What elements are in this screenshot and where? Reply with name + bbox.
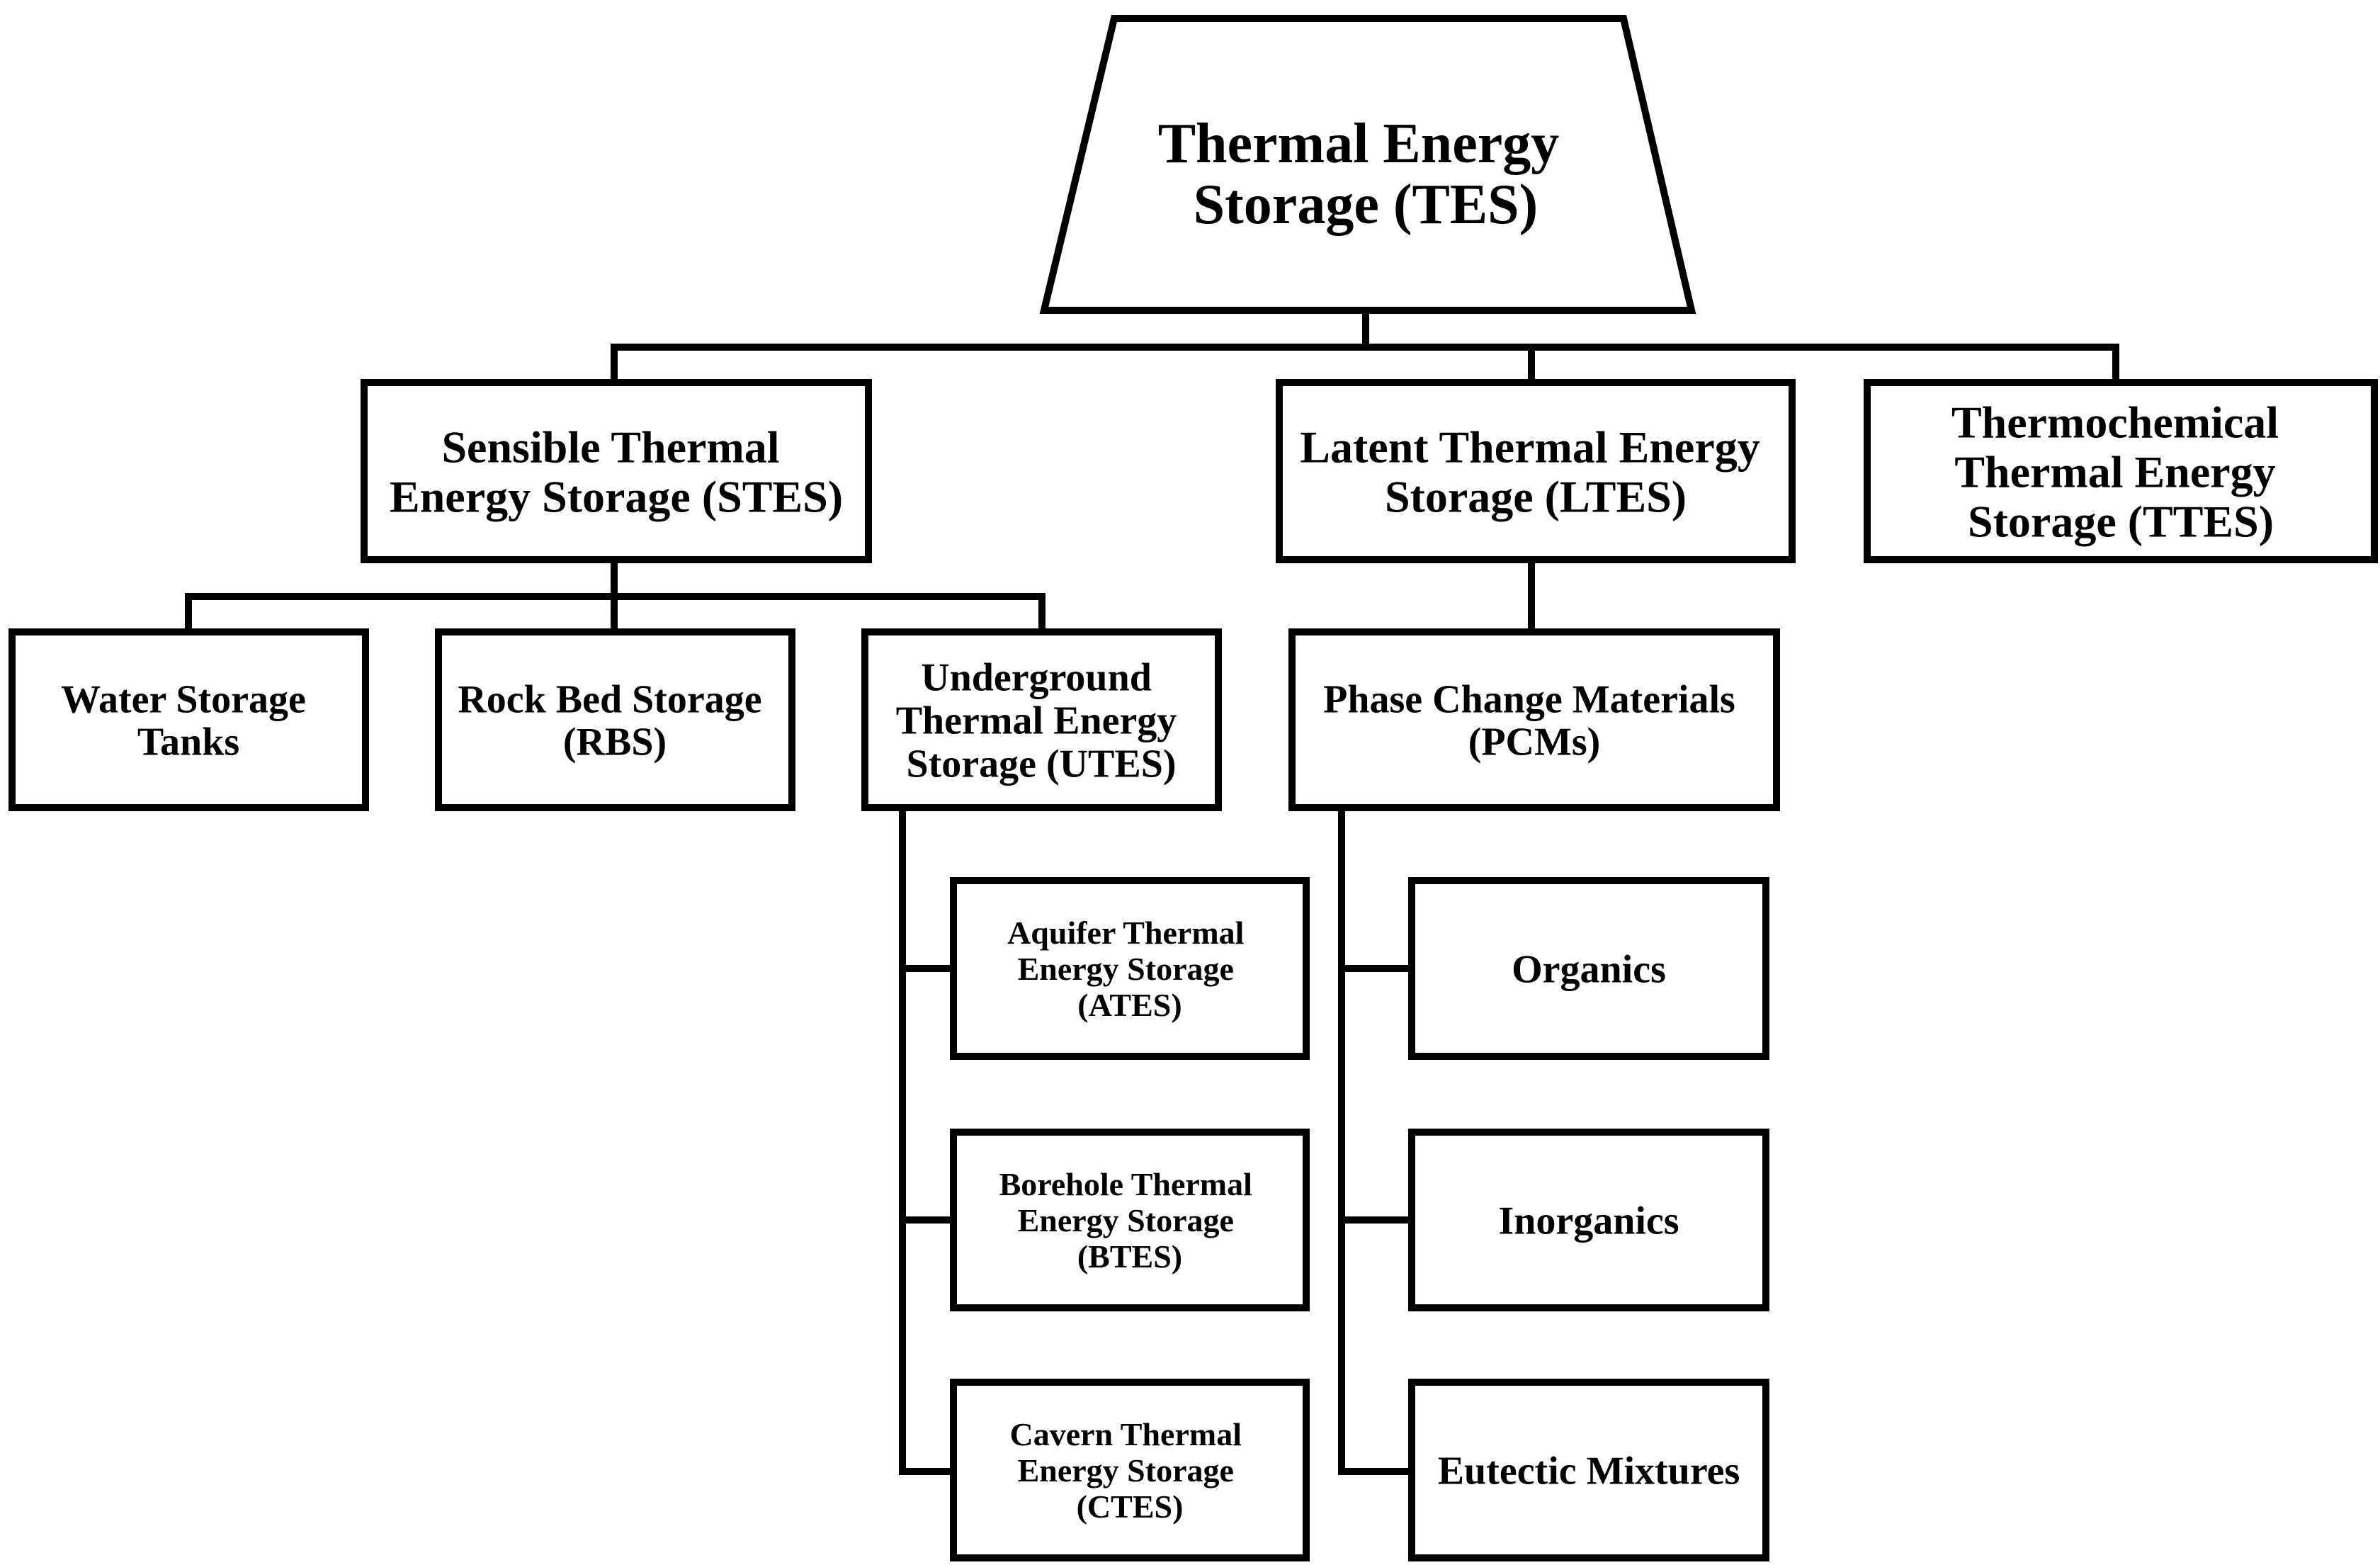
ctes-line-2: Energy Storage — [1018, 1452, 1234, 1488]
rbs-line-2: (RBS) — [563, 721, 667, 764]
node-box — [950, 1379, 1310, 1561]
btes-line-2: Energy Storage — [1018, 1202, 1234, 1238]
node-water-storage-tanks: Water Storage Tanks — [8, 628, 369, 811]
utes-line-1: Underground — [921, 656, 1152, 700]
node-eutectic-mixtures: Eutectic Mixtures — [1408, 1379, 1769, 1561]
node-label: Eutectic Mixtures — [1438, 1450, 1740, 1493]
stes-line-1: Sensible Thermal — [441, 422, 779, 472]
stes-line-2: Energy Storage (STES) — [390, 471, 843, 521]
node-label: Inorganics — [1498, 1199, 1679, 1243]
node-label: Rock Bed Storage (RBS) — [458, 678, 771, 764]
utes-line-2: Thermal Energy — [896, 699, 1177, 743]
node-box — [1864, 379, 2378, 563]
rbs-line-1: Rock Bed Storage — [458, 678, 761, 722]
node-ates: Aquifer Thermal Energy Storage (ATES) — [950, 877, 1310, 1060]
ltes-line-2: Storage (LTES) — [1385, 471, 1687, 521]
connectors — [185, 307, 2119, 1475]
node-pcm: Phase Change Materials (PCMs) — [1288, 628, 1780, 811]
node-label: Underground Thermal Energy Storage (UTES… — [896, 656, 1187, 786]
pcm-line-2: (PCMs) — [1468, 721, 1601, 764]
node-box — [1276, 379, 1796, 563]
root-trapezoid-shape — [1039, 15, 1696, 314]
node-box — [1408, 877, 1769, 1060]
node-organics: Organics — [1408, 877, 1769, 1060]
ttes-line-1: Thermochemical — [1951, 397, 2279, 447]
root-line-2: Storage (TES) — [1194, 174, 1538, 236]
node-ctes: Cavern Thermal Energy Storage (CTES) — [950, 1379, 1310, 1561]
node-utes: Underground Thermal Energy Storage (UTES… — [861, 628, 1222, 811]
node-box — [1408, 1379, 1769, 1561]
btes-line-3: (BTES) — [1077, 1238, 1182, 1275]
ates-line-3: (ATES) — [1077, 987, 1182, 1023]
ates-line-2: Energy Storage — [1018, 951, 1234, 987]
node-label: Thermal Energy Storage (TES) — [1158, 113, 1574, 236]
node-label: Borehole Thermal Energy Storage (BTES) — [999, 1166, 1261, 1275]
eutectic-line-1: Eutectic Mixtures — [1438, 1450, 1740, 1493]
node-label: Cavern Thermal Energy Storage (CTES) — [1009, 1416, 1250, 1525]
node-box — [361, 379, 872, 563]
node-box — [435, 628, 795, 811]
node-label: Water Storage Tanks — [61, 678, 316, 764]
node-label: Phase Change Materials (PCMs) — [1323, 678, 1745, 764]
utes-line-3: Storage (UTES) — [906, 742, 1176, 786]
node-label: Thermochemical Thermal Energy Storage (T… — [1951, 397, 2290, 546]
ctes-line-1: Cavern Thermal — [1009, 1416, 1242, 1452]
inorganics-line-1: Inorganics — [1498, 1199, 1679, 1243]
pcm-line-1: Phase Change Materials — [1323, 678, 1735, 722]
ates-line-1: Aquifer Thermal — [1007, 915, 1244, 951]
ttes-line-2: Thermal Energy — [1954, 446, 2275, 497]
node-label: Aquifer Thermal Energy Storage (ATES) — [1007, 915, 1252, 1023]
node-ltes: Latent Thermal Energy Storage (LTES) — [1276, 379, 1796, 563]
node-rock-bed-storage: Rock Bed Storage (RBS) — [435, 628, 795, 811]
water-line-2: Tanks — [137, 721, 239, 764]
ctes-line-3: (CTES) — [1077, 1488, 1184, 1525]
node-label: Latent Thermal Energy Storage (LTES) — [1300, 422, 1771, 521]
node-label: Organics — [1512, 948, 1666, 992]
node-box — [1408, 1129, 1769, 1311]
node-ttes: Thermochemical Thermal Energy Storage (T… — [1864, 379, 2378, 563]
ltes-line-1: Latent Thermal Energy — [1300, 422, 1760, 472]
node-inorganics: Inorganics — [1408, 1129, 1769, 1311]
ttes-line-3: Storage (TTES) — [1968, 496, 2274, 546]
node-box — [950, 877, 1310, 1060]
node-btes: Borehole Thermal Energy Storage (BTES) — [950, 1129, 1310, 1311]
root-line-1: Thermal Energy — [1158, 113, 1560, 175]
node-stes: Sensible Thermal Energy Storage (STES) — [361, 379, 872, 563]
node-tes-root: Thermal Energy Storage (TES) — [1039, 15, 1696, 314]
node-box — [950, 1129, 1310, 1311]
organics-line-1: Organics — [1512, 948, 1666, 992]
node-box — [1288, 628, 1780, 811]
node-label: Sensible Thermal Energy Storage (STES) — [390, 422, 843, 521]
btes-line-1: Borehole Thermal — [999, 1166, 1252, 1202]
water-line-1: Water Storage — [61, 678, 306, 722]
node-box — [861, 628, 1222, 811]
node-box — [8, 628, 369, 811]
